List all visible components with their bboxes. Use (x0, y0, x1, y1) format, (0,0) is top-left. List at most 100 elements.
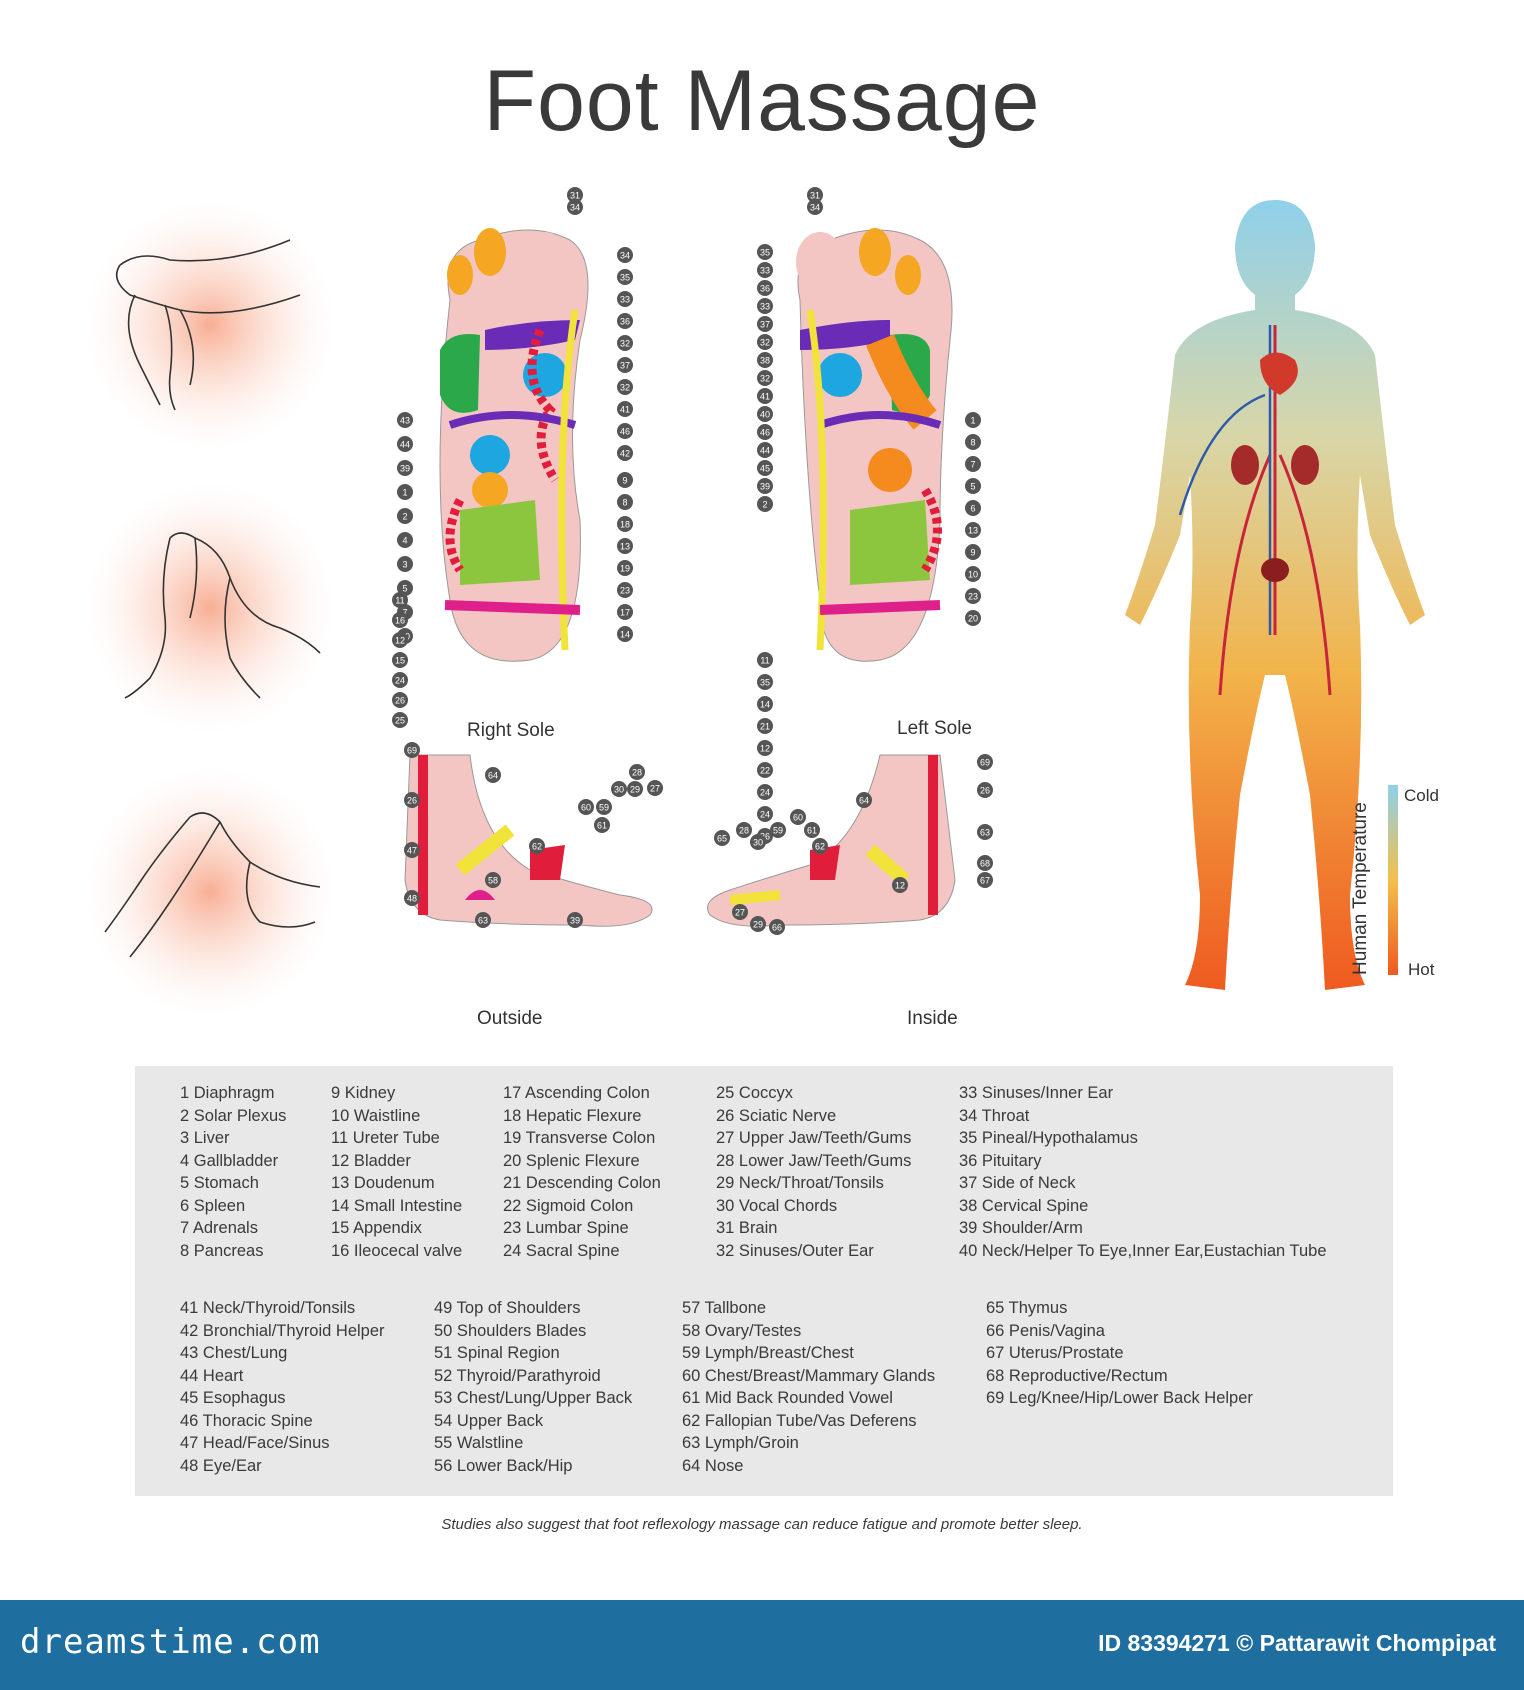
caption-outside: Outside (477, 1008, 543, 1029)
svg-text:14: 14 (760, 700, 770, 710)
legend-item: 25 Coccyx (716, 1084, 794, 1102)
svg-text:7: 7 (970, 460, 975, 470)
svg-text:2: 2 (402, 512, 407, 522)
footer-brand[interactable]: dreamstime.com (20, 1622, 321, 1662)
reflex-point-marker: 36 (617, 313, 633, 329)
reflex-point-marker: 61 (594, 817, 610, 833)
reflex-point-marker: 35 (757, 244, 773, 260)
svg-text:26: 26 (760, 832, 770, 842)
legend-item: 39 Shoulder/Arm (959, 1219, 1083, 1237)
svg-text:38: 38 (760, 356, 770, 366)
reflex-point-marker: 1 (965, 412, 981, 428)
legend-item: 15 Appendix (331, 1219, 422, 1237)
reflex-point-marker: 12 (892, 877, 908, 893)
svg-text:13: 13 (620, 542, 630, 552)
svg-text:59: 59 (599, 803, 609, 813)
reflex-point-marker: 61 (804, 822, 820, 838)
reflex-point-marker: 13 (965, 522, 981, 538)
reflex-point-marker: 42 (617, 445, 633, 461)
svg-text:13: 13 (968, 526, 978, 536)
reflex-point-marker: 35 (617, 269, 633, 285)
reflex-point-marker: 60 (578, 799, 594, 815)
reflex-point-marker: 20 (965, 610, 981, 626)
reflex-point-marker: 17 (617, 604, 633, 620)
legend-item: 62 Fallopian Tube/Vas Deferens (682, 1411, 917, 1430)
reflex-point-marker: 2 (757, 496, 773, 512)
legend-item: 18 Hepatic Flexure (503, 1106, 642, 1125)
legend-item: 58 Ovary/Testes (682, 1321, 802, 1340)
svg-text:22: 22 (760, 766, 770, 776)
svg-text:39: 39 (400, 464, 410, 474)
human-body-illustration (1125, 200, 1425, 990)
legend-item: 42 Bronchial/Thyroid Helper (180, 1321, 385, 1340)
reflex-point-marker: 26 (404, 792, 420, 808)
svg-text:39: 39 (570, 916, 580, 926)
reflex-point-marker: 66 (769, 919, 785, 935)
svg-text:64: 64 (859, 796, 869, 806)
reflex-point-marker: 5 (397, 580, 413, 596)
svg-text:27: 27 (735, 908, 745, 918)
svg-text:45: 45 (760, 464, 770, 474)
legend-item: 37 Side of Neck (959, 1174, 1076, 1192)
reflex-point-marker: 41 (617, 401, 633, 417)
reflex-point-marker: 31 (807, 187, 823, 203)
legend-item: 5 Stomach (180, 1174, 259, 1192)
reflex-point-marker: 65 (714, 830, 730, 846)
legend-item: 27 Upper Jaw/Teeth/Gums (716, 1129, 912, 1147)
massage-illustration-3 (85, 767, 335, 1017)
svg-text:37: 37 (620, 361, 630, 371)
legend-item: 31 Brain (716, 1219, 778, 1237)
svg-text:23: 23 (968, 592, 978, 602)
svg-text:34: 34 (810, 203, 820, 213)
reflex-point-marker: 28 (736, 822, 752, 838)
reflex-point-marker: 35 (757, 674, 773, 690)
reflex-point-marker: 3 (397, 556, 413, 572)
reflex-point-marker: 16 (392, 612, 408, 628)
svg-text:29: 29 (753, 920, 763, 930)
legend-item: 59 Lymph/Breast/Chest (682, 1344, 854, 1362)
svg-text:41: 41 (760, 392, 770, 402)
svg-text:64: 64 (488, 771, 498, 781)
reflex-point-marker: 12 (392, 632, 408, 648)
svg-text:6: 6 (970, 504, 975, 514)
reflex-point-marker: 24 (392, 672, 408, 688)
svg-text:34: 34 (570, 203, 580, 213)
svg-text:36: 36 (620, 317, 630, 327)
svg-text:35: 35 (760, 248, 770, 258)
outside-foot-map (404, 754, 653, 927)
reflex-point-marker: 22 (757, 762, 773, 778)
svg-text:63: 63 (478, 916, 488, 926)
footnote: Studies also suggest that foot reflexolo… (441, 1516, 1083, 1533)
legend-item: 61 Mid Back Rounded Vowel (682, 1389, 893, 1407)
legend-item: 13 Doudenum (331, 1174, 435, 1192)
legend-item: 55 Walstline (434, 1434, 524, 1452)
reflex-point-marker: 11 (392, 592, 408, 608)
svg-text:8: 8 (970, 438, 975, 448)
reflex-point-marker: 39 (397, 460, 413, 476)
reflex-point-marker: 33 (757, 262, 773, 278)
caption-right-sole: Right Sole (467, 720, 555, 741)
reflex-point-marker: 59 (596, 799, 612, 815)
page-title: Foot Massage (483, 53, 1041, 149)
reflex-point-marker: 4 (397, 532, 413, 548)
temperature-label: Human Temperature (1350, 802, 1371, 975)
legend-item: 12 Bladder (331, 1151, 411, 1170)
reflex-point-marker: 64 (856, 792, 872, 808)
svg-text:39: 39 (760, 482, 770, 492)
reflex-point-marker: 28 (629, 764, 645, 780)
legend-item: 65 Thymus (986, 1299, 1068, 1317)
svg-text:65: 65 (717, 834, 727, 844)
svg-text:26: 26 (407, 796, 417, 806)
inside-foot-map (707, 754, 956, 927)
reflex-point-marker: 8 (617, 494, 633, 510)
legend-item: 40 Neck/Helper To Eye,Inner Ear,Eustachi… (959, 1241, 1327, 1260)
footer-id-credit: ID 83394271 © Pattarawit Chompipat (1098, 1630, 1496, 1656)
legend-item: 66 Penis/Vagina (986, 1321, 1105, 1340)
svg-text:10: 10 (968, 570, 978, 580)
reflex-point-marker: 25 (392, 712, 408, 728)
legend-item: 7 Adrenals (180, 1219, 258, 1237)
legend-item: 9 Kidney (331, 1084, 396, 1102)
svg-text:59: 59 (773, 826, 783, 836)
legend-item: 54 Upper Back (434, 1411, 544, 1430)
